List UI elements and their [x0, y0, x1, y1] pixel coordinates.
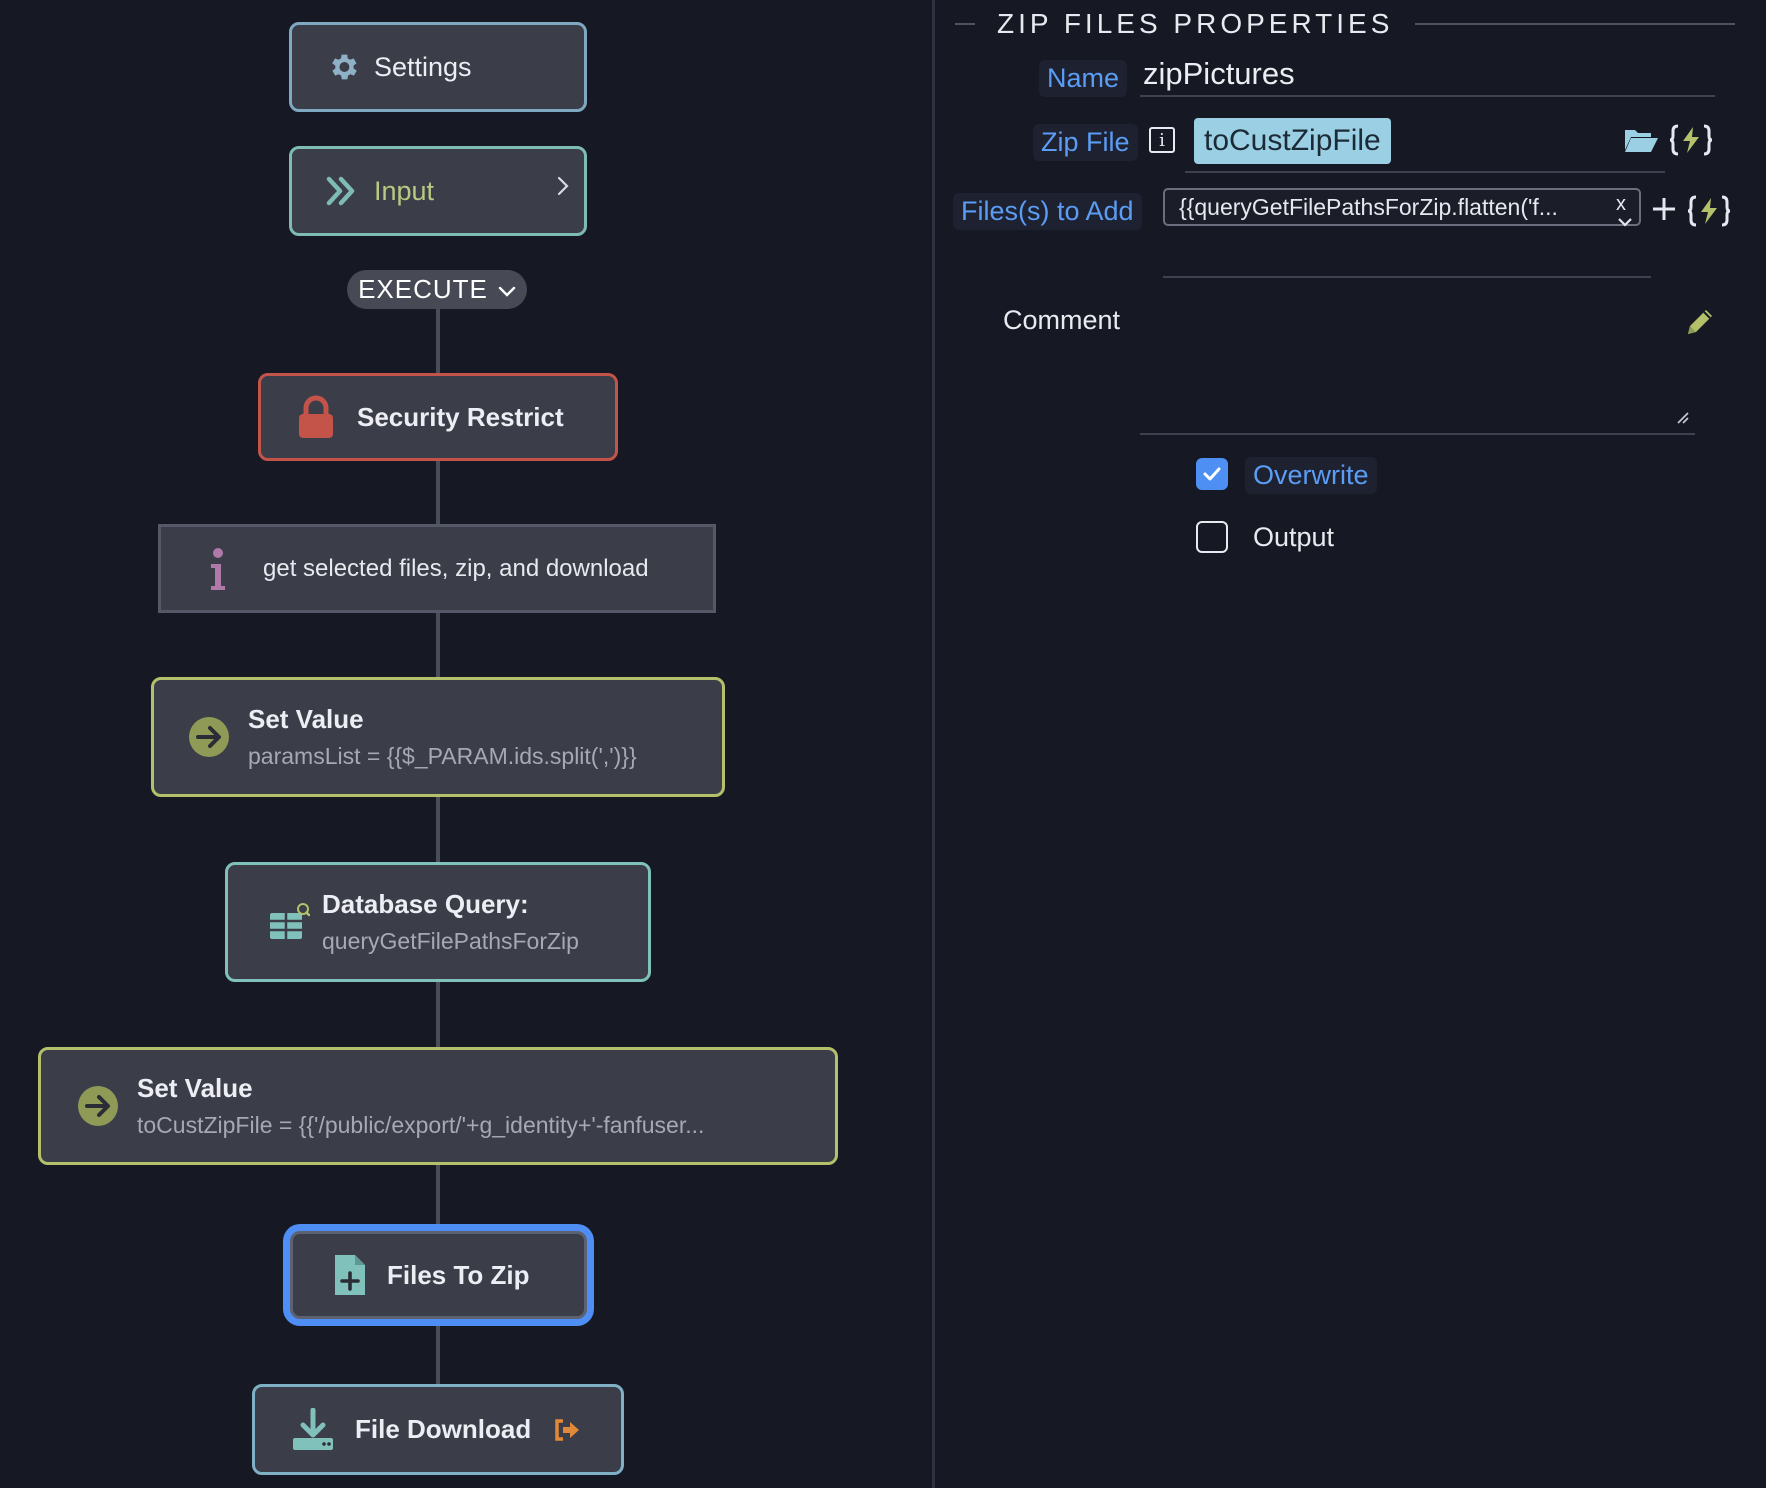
info-icon	[209, 547, 227, 591]
output-checkbox[interactable]	[1196, 521, 1228, 553]
output-label[interactable]: Output	[1253, 522, 1335, 552]
header-rule	[955, 23, 975, 25]
download-icon	[291, 1407, 335, 1452]
connector	[436, 309, 440, 373]
expression-icon[interactable]	[1687, 194, 1731, 228]
security-restrict-label: Security Restrict	[357, 401, 564, 432]
execute-label: EXECUTE	[358, 274, 488, 304]
files-to-zip-node[interactable]: Files To Zip	[290, 1231, 587, 1319]
name-underline	[1140, 95, 1715, 97]
chevron-down-icon	[498, 274, 516, 305]
name-input[interactable]: zipPictures	[1143, 56, 1295, 91]
lock-icon	[297, 395, 335, 439]
overwrite-checkbox[interactable]	[1196, 458, 1228, 490]
set-value-node[interactable]: Set Value toCustZipFile = {{'/public/exp…	[38, 1047, 838, 1165]
files-to-add-value: {{queryGetFilePathsForZip.flatten('f...	[1179, 193, 1558, 220]
gear-icon	[326, 50, 360, 84]
zip-file-label: Zip File	[1033, 124, 1138, 161]
overwrite-label[interactable]: Overwrite	[1245, 457, 1377, 494]
file-plus-icon	[333, 1253, 367, 1297]
properties-panel: ZIP FILES PROPERTIES Name zipPictures Zi…	[935, 0, 1766, 1488]
sign-out-icon	[553, 1418, 581, 1442]
database-query-subtitle: queryGetFilePathsForZip	[322, 928, 579, 954]
flow-canvas: Settings Input EXECUTE Security Restrict…	[38, 22, 838, 1475]
chevron-right-icon[interactable]	[556, 175, 570, 202]
connector	[436, 982, 440, 1047]
connector	[436, 461, 440, 524]
resize-handle-icon[interactable]	[1675, 410, 1689, 429]
connector	[436, 1165, 440, 1231]
zip-file-input[interactable]: toCustZipFile	[1194, 118, 1391, 164]
arrow-circle-right-icon	[188, 716, 230, 758]
zip-file-underline	[1185, 171, 1665, 173]
file-download-node[interactable]: File Download	[252, 1384, 624, 1475]
database-query-node[interactable]: Database Query: queryGetFilePathsForZip	[225, 862, 651, 982]
set-value-subtitle: toCustZipFile = {{'/public/export/'+g_id…	[137, 1112, 705, 1138]
check-icon	[1203, 467, 1221, 481]
header-rule	[1415, 23, 1735, 25]
set-value-subtitle: paramsList = {{$_PARAM.ids.split(',')}}	[248, 743, 637, 769]
comment-node[interactable]: get selected files, zip, and download	[158, 524, 716, 613]
comment-text: get selected files, zip, and download	[263, 554, 649, 582]
file-download-label: File Download	[355, 1414, 532, 1444]
folder-open-icon[interactable]	[1623, 126, 1659, 154]
name-label: Name	[1039, 60, 1128, 97]
comment-textarea[interactable]	[1140, 278, 1695, 435]
info-icon[interactable]: i	[1149, 127, 1175, 153]
execute-dropdown[interactable]: EXECUTE	[347, 270, 527, 309]
double-chevron-right-icon	[326, 176, 360, 206]
files-to-zip-label: Files To Zip	[387, 1259, 530, 1290]
settings-label: Settings	[374, 51, 472, 82]
comment-label: Comment	[1003, 305, 1121, 335]
properties-header: ZIP FILES PROPERTIES	[955, 6, 1735, 42]
files-to-add-label: Files(s) to Add	[953, 193, 1142, 230]
settings-node[interactable]: Settings	[289, 22, 587, 112]
properties-title: ZIP FILES PROPERTIES	[997, 8, 1394, 39]
connector	[436, 613, 440, 677]
expression-icon[interactable]	[1669, 123, 1713, 157]
clear-button[interactable]: x	[1616, 193, 1626, 215]
input-node[interactable]: Input	[289, 146, 587, 236]
arrow-circle-right-icon	[77, 1085, 119, 1127]
chevron-down-icon[interactable]	[1617, 214, 1633, 232]
security-restrict-node[interactable]: Security Restrict	[258, 373, 618, 461]
table-search-icon	[268, 901, 310, 943]
files-to-add-select[interactable]: {{queryGetFilePathsForZip.flatten('f...	[1163, 188, 1641, 226]
database-query-title: Database Query:	[322, 889, 529, 919]
files-underline	[1163, 276, 1651, 278]
pencil-icon[interactable]	[1684, 306, 1716, 338]
set-value-node[interactable]: Set Value paramsList = {{$_PARAM.ids.spl…	[151, 677, 725, 797]
set-value-title: Set Value	[248, 704, 364, 734]
input-label: Input	[374, 175, 435, 206]
connector	[436, 1319, 440, 1384]
connector	[436, 797, 440, 862]
set-value-title: Set Value	[137, 1073, 253, 1103]
plus-icon[interactable]	[1651, 196, 1677, 222]
panel-divider[interactable]	[932, 0, 935, 1488]
